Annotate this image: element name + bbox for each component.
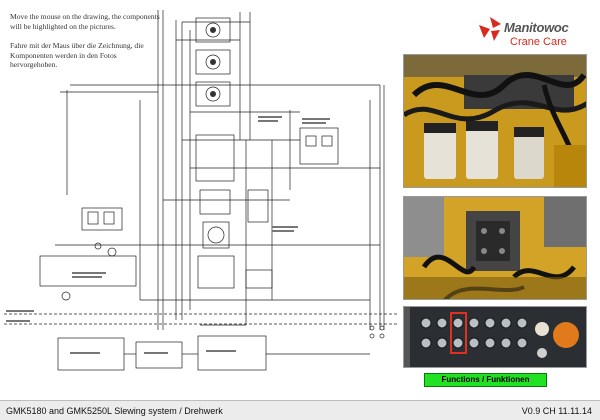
crane-logo-icon <box>479 17 501 41</box>
photo-slewing-motors <box>403 54 587 188</box>
manitowoc-logo: Manitowoc Crane Care <box>478 16 588 56</box>
footer-title: GMK5180 and GMK5250L Slewing system / Dr… <box>6 406 223 416</box>
functions-button[interactable]: Functions / Funktionen <box>424 373 547 387</box>
instructions-panel: Move the mouse on the drawing, the compo… <box>10 12 160 79</box>
hydraulic-schematic[interactable] <box>0 0 400 400</box>
footer-version: V0.9 CH 11.11.14 <box>521 406 592 416</box>
instructions-english: Move the mouse on the drawing, the compo… <box>10 12 160 31</box>
logo-brand: Manitowoc <box>504 20 569 35</box>
highlight-marker <box>450 312 467 354</box>
logo-subtitle: Crane Care <box>510 36 567 48</box>
instructions-german: Fahre mit der Maus über die Zeichnung, d… <box>10 40 144 70</box>
photo-connector-panel <box>403 306 587 368</box>
photo-valve-block <box>403 196 587 300</box>
footer-bar: GMK5180 and GMK5250L Slewing system / Dr… <box>0 400 600 420</box>
